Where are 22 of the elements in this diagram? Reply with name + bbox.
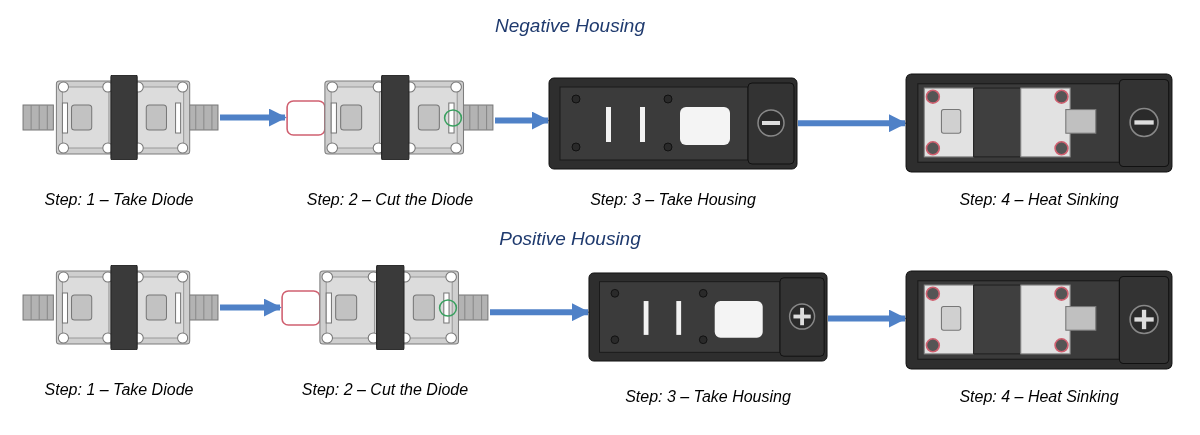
section-heading: Positive Housing bbox=[499, 227, 641, 251]
cut-diode-drawing bbox=[285, 75, 495, 160]
step-caption: Step: 1 – Take Diode bbox=[44, 380, 194, 400]
step-caption: Step: 2 – Cut the Diode bbox=[306, 190, 474, 210]
arrow bbox=[490, 303, 590, 322]
arrow bbox=[220, 108, 287, 127]
arrow bbox=[828, 309, 907, 328]
step-caption: Step: 4 – Heat Sinking bbox=[959, 190, 1119, 210]
arrow bbox=[220, 298, 282, 317]
step-caption: Step: 1 – Take Diode bbox=[44, 190, 194, 210]
arrow bbox=[495, 111, 550, 130]
housing-with-diode-drawing bbox=[905, 270, 1173, 370]
step-caption: Step: 4 – Heat Sinking bbox=[959, 387, 1119, 407]
arrow bbox=[798, 114, 907, 133]
housing-with-diode-drawing bbox=[905, 73, 1173, 173]
housing-drawing bbox=[548, 77, 798, 170]
step-caption: Step: 2 – Cut the Diode bbox=[301, 380, 469, 400]
section-heading: Negative Housing bbox=[495, 14, 645, 38]
cut-diode-drawing bbox=[280, 265, 490, 350]
housing-drawing bbox=[588, 272, 828, 362]
step-caption: Step: 3 – Take Housing bbox=[625, 387, 791, 407]
step-caption: Step: 3 – Take Housing bbox=[590, 190, 756, 210]
